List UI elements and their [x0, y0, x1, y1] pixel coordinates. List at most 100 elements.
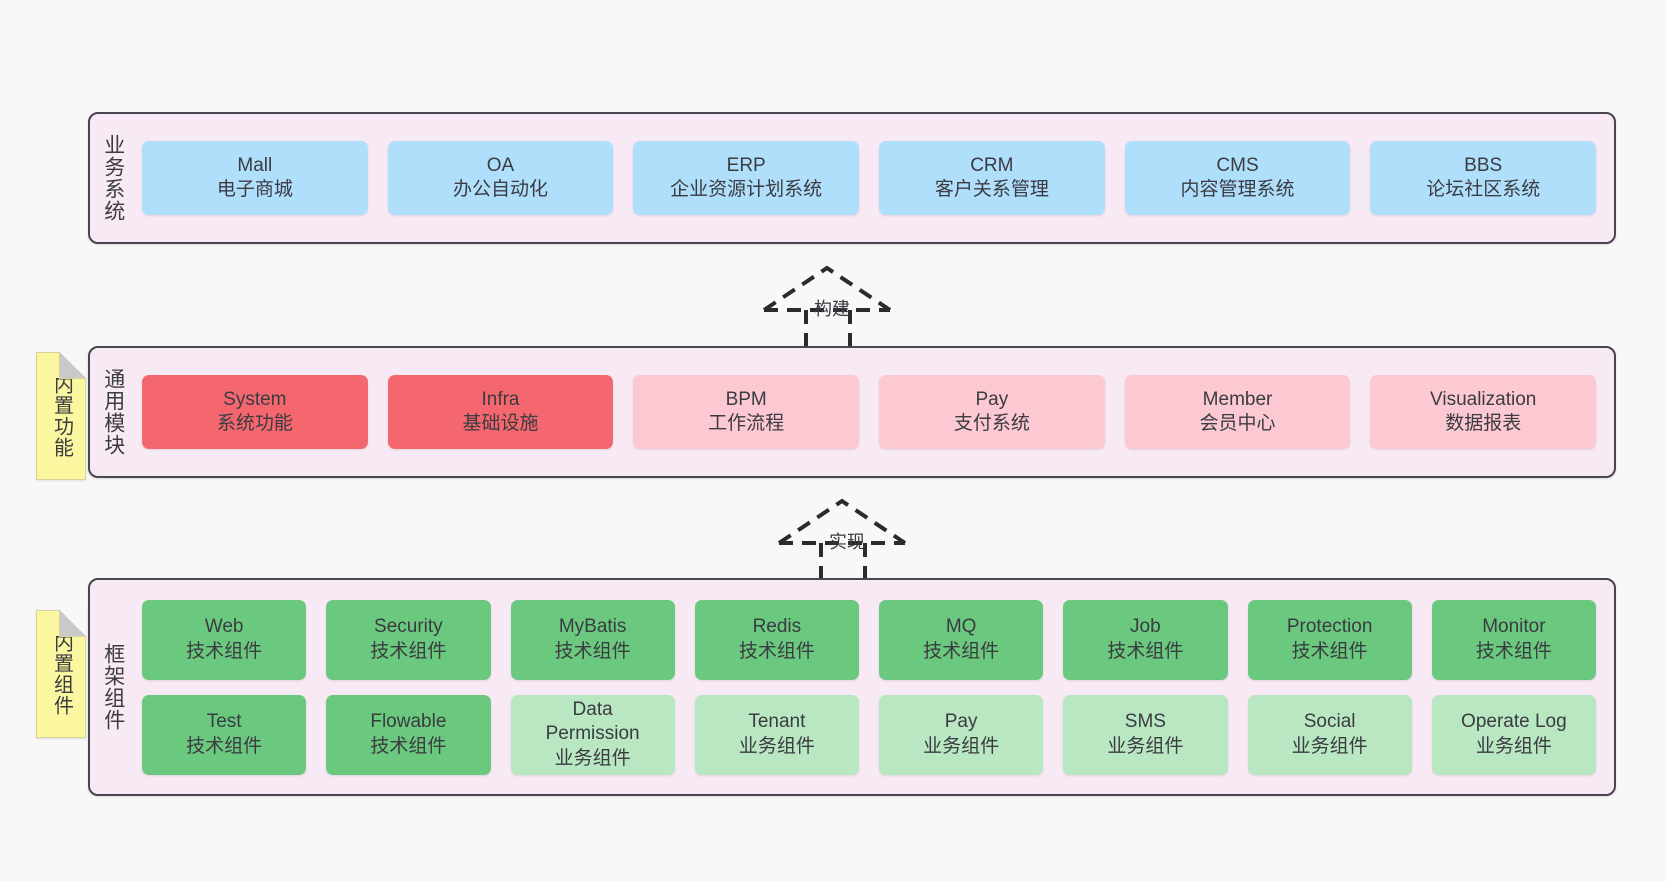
card-subtitle: 基础设施: [462, 413, 539, 434]
sticky-note-label: 内置功能: [50, 374, 73, 458]
card-mq[interactable]: MQ 技术组件: [879, 599, 1044, 680]
card-operate-log[interactable]: Operate Log 业务组件: [1431, 694, 1596, 775]
card-subtitle: 技术组件: [738, 640, 815, 662]
layer-body-framework-component: Web 技术组件 Security 技术组件 MyBatis 技术组件 Redi…: [136, 580, 1614, 794]
card-subtitle: 企业资源计划系统: [670, 179, 823, 200]
card-monitor[interactable]: Monitor 技术组件: [1431, 599, 1596, 680]
card-title: Data Permission: [545, 699, 640, 745]
card-subtitle: 业务组件: [1291, 735, 1368, 757]
card-subtitle: 会员中心: [1199, 413, 1276, 434]
card-subtitle: 技术组件: [1107, 640, 1184, 662]
card-title: Monitor: [1482, 616, 1546, 638]
layer-common-module[interactable]: 通用模块 System 系统功能 Infra 基础设施 BPM 工作流程 Pay…: [88, 346, 1616, 478]
card-cms[interactable]: CMS 内容管理系统: [1124, 141, 1351, 215]
card-pay-business[interactable]: Pay 业务组件: [879, 694, 1044, 775]
generalization-stem: [819, 543, 867, 585]
card-mall[interactable]: Mall 电子商城: [142, 141, 368, 215]
card-title: Tenant: [748, 711, 806, 733]
card-title: Pay: [975, 388, 1009, 410]
card-title: Social: [1303, 711, 1356, 733]
card-title: BBS: [1464, 154, 1503, 176]
card-pay[interactable]: Pay 支付系统: [879, 375, 1105, 449]
card-subtitle: 技术组件: [370, 735, 447, 757]
card-subtitle: 数据报表: [1445, 413, 1522, 434]
card-member[interactable]: Member 会员中心: [1124, 375, 1351, 449]
card-sms[interactable]: SMS 业务组件: [1063, 694, 1228, 775]
card-title: ERP: [726, 154, 766, 176]
card-data-permission[interactable]: Data Permission 业务组件: [510, 694, 675, 775]
card-bbs[interactable]: BBS 论坛社区系统: [1370, 141, 1597, 215]
card-social[interactable]: Social 业务组件: [1247, 694, 1412, 775]
card-title: Member: [1202, 388, 1273, 410]
card-web[interactable]: Web 技术组件: [142, 599, 307, 680]
generalization-arrowhead: [777, 498, 907, 545]
card-flowable[interactable]: Flowable 技术组件: [326, 694, 491, 775]
card-row-technical: Web 技术组件 Security 技术组件 MyBatis 技术组件 Redi…: [142, 599, 1596, 680]
sticky-note-label: 内置组件: [50, 632, 73, 716]
card-mybatis[interactable]: MyBatis 技术组件: [510, 599, 675, 680]
card-subtitle: 技术组件: [186, 735, 263, 757]
card-title: Pay: [944, 711, 978, 733]
card-title: Operate Log: [1461, 711, 1567, 733]
card-test[interactable]: Test 技术组件: [142, 694, 307, 775]
card-subtitle: 业务组件: [923, 735, 1000, 757]
card-title: MQ: [945, 616, 977, 638]
card-title: System: [223, 388, 287, 410]
layer-body-business-system: Mall 电子商城 OA 办公自动化 ERP 企业资源计划系统 CRM 客户关系…: [136, 114, 1614, 242]
generalization-stem: [804, 310, 852, 352]
layer-title-business-system: 业务系统: [101, 134, 125, 222]
layer-title-framework-component: 框架组件: [101, 643, 125, 731]
card-subtitle: 技术组件: [186, 640, 263, 662]
card-infra[interactable]: Infra 基础设施: [387, 375, 614, 449]
connector-build: 构建: [760, 262, 920, 352]
card-title: CRM: [970, 154, 1014, 176]
card-title: Protection: [1286, 616, 1373, 638]
card-subtitle: 技术组件: [1291, 640, 1368, 662]
card-subtitle: 客户关系管理: [934, 179, 1049, 200]
card-subtitle: 工作流程: [708, 413, 785, 434]
card-row: System 系统功能 Infra 基础设施 BPM 工作流程 Pay 支付系统…: [142, 375, 1597, 449]
card-subtitle: 业务组件: [554, 747, 631, 769]
generalization-arrowhead: [762, 265, 892, 312]
card-title: Flowable: [370, 711, 447, 733]
card-title: SMS: [1124, 711, 1166, 733]
card-subtitle: 内容管理系统: [1180, 179, 1295, 200]
card-row: Mall 电子商城 OA 办公自动化 ERP 企业资源计划系统 CRM 客户关系…: [142, 141, 1597, 215]
card-subtitle: 技术组件: [554, 640, 631, 662]
card-subtitle: 技术组件: [1475, 640, 1552, 662]
card-row-business: Test 技术组件 Flowable 技术组件 Data Permission …: [142, 694, 1596, 775]
card-crm[interactable]: CRM 客户关系管理: [879, 141, 1105, 215]
card-subtitle: 业务组件: [738, 735, 815, 757]
card-oa[interactable]: OA 办公自动化: [387, 141, 614, 215]
sticky-note-builtin-component[interactable]: 内置组件: [36, 610, 86, 738]
card-title: Redis: [752, 616, 802, 638]
card-security[interactable]: Security 技术组件: [326, 599, 491, 680]
layer-framework-component[interactable]: 框架组件 Web 技术组件 Security 技术组件 MyBatis 技术组件…: [88, 578, 1616, 796]
card-title: Test: [206, 711, 242, 733]
card-title: Infra: [481, 388, 520, 410]
card-redis[interactable]: Redis 技术组件: [694, 599, 859, 680]
card-subtitle: 办公自动化: [453, 179, 549, 200]
card-title: CMS: [1216, 154, 1259, 176]
card-subtitle: 技术组件: [923, 640, 1000, 662]
card-job[interactable]: Job 技术组件: [1063, 599, 1228, 680]
card-bpm[interactable]: BPM 工作流程: [633, 375, 860, 449]
layer-business-system[interactable]: 业务系统 Mall 电子商城 OA 办公自动化 ERP 企业资源计划系统 CRM…: [88, 112, 1616, 244]
card-title: BPM: [725, 388, 767, 410]
card-tenant[interactable]: Tenant 业务组件: [694, 694, 859, 775]
card-system[interactable]: System 系统功能: [142, 375, 368, 449]
connector-implement: 实现: [775, 495, 935, 585]
card-protection[interactable]: Protection 技术组件: [1247, 599, 1412, 680]
connector-label-implement: 实现: [829, 532, 865, 552]
card-subtitle: 业务组件: [1107, 735, 1184, 757]
sticky-note-builtin-function[interactable]: 内置功能: [36, 352, 86, 480]
card-title: Job: [1130, 616, 1161, 638]
layer-body-common-module: System 系统功能 Infra 基础设施 BPM 工作流程 Pay 支付系统…: [136, 348, 1614, 476]
card-subtitle: 支付系统: [953, 413, 1030, 434]
card-visualization[interactable]: Visualization 数据报表: [1370, 375, 1597, 449]
connector-label-build: 构建: [814, 299, 850, 319]
card-title: Mall: [237, 154, 273, 176]
card-erp[interactable]: ERP 企业资源计划系统: [633, 141, 860, 215]
card-subtitle: 业务组件: [1475, 735, 1552, 757]
card-subtitle: 论坛社区系统: [1426, 179, 1541, 200]
